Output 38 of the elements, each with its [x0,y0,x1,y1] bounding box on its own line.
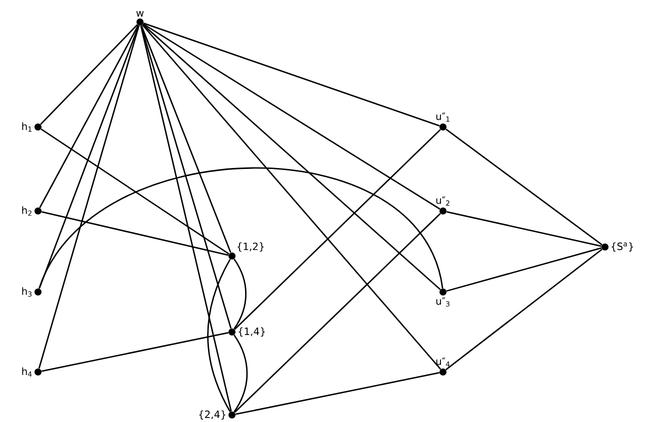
edge-line [40,128,230,255]
node-label: u″$_{2}$ [436,196,450,206]
edge-line [40,24,138,125]
node-label: {1,2} [238,242,264,252]
edge-line [140,25,232,253]
edge-line [140,25,232,412]
edge-line [446,248,602,370]
edge-line [446,128,602,246]
node-label: {1,4} [238,327,265,337]
node-label: {2,4} [199,410,226,420]
node-label: u″$_{3}$ [436,297,450,307]
edge-line [41,332,229,372]
edge-line [234,213,441,413]
edge-line [207,258,231,412]
edge-line [142,24,441,290]
edge-line [140,25,232,329]
node-label: w [136,11,144,17]
node-label: {S$^{a}$} [612,242,634,252]
edge-line [38,167,444,289]
node-label: h$_{2}$ [22,206,32,216]
edge-line [234,334,248,412]
node-label: h$_{3}$ [22,287,32,297]
node-label: u″$_{4}$ [436,358,450,367]
edge-line [446,211,602,247]
edge-line [236,372,440,415]
edge-line [39,24,139,208]
edge-line [38,25,140,369]
edge-line [143,22,440,126]
edge-line [234,129,441,330]
edge-line [142,23,440,210]
edge-line [234,258,247,330]
edge-line [38,25,140,289]
node-label: h$_{1}$ [22,122,32,132]
node-label: h$_{4}$ [22,367,32,377]
node-label: u″$_{1}$ [436,112,450,122]
edge-line [41,211,229,256]
edge-line [446,247,602,292]
edge-line [142,24,442,370]
